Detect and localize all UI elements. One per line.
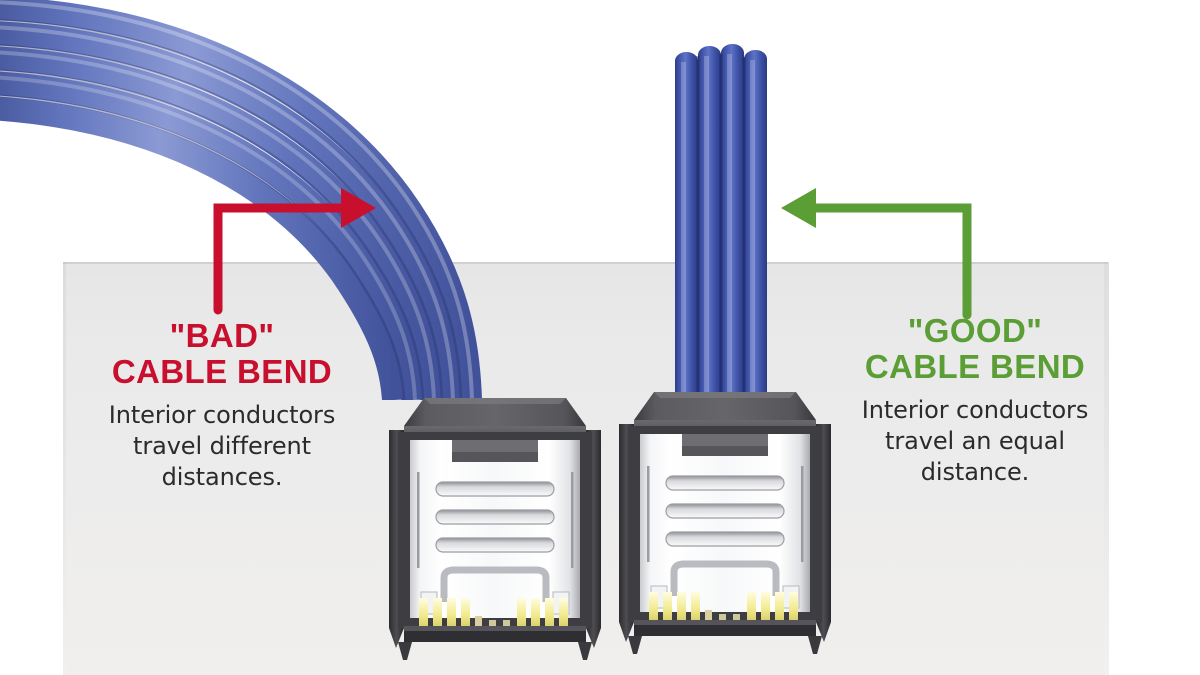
red-elbow-arrow-right xyxy=(213,188,376,315)
bad-subtext-line1: Interior conductors xyxy=(108,401,336,429)
floor-edge-right xyxy=(1104,262,1109,675)
rj45-shielded-plug-left xyxy=(389,398,601,660)
bad-cable-bend-label: "BAD" CABLE BEND Interior conductors tra… xyxy=(52,318,392,493)
good-cable-bend-label: "GOOD" CABLE BEND Interior conductors tr… xyxy=(815,313,1135,488)
green-elbow-arrow-left xyxy=(781,188,972,320)
bad-subtext: Interior conductors travel different dis… xyxy=(52,400,392,493)
good-subtext: Interior conductors travel an equal dist… xyxy=(815,395,1135,488)
bad-headline-line1: "BAD" xyxy=(169,317,275,354)
bad-headline-line2: CABLE BEND xyxy=(111,353,333,390)
bad-headline: "BAD" CABLE BEND xyxy=(52,318,392,390)
bad-subtext-line3: distances. xyxy=(161,463,283,491)
good-subtext-line1: Interior conductors xyxy=(861,396,1089,424)
floor-edge-left xyxy=(63,262,66,675)
good-headline: "GOOD" CABLE BEND xyxy=(815,313,1135,385)
good-subtext-line2: travel an equal xyxy=(885,427,1065,455)
rj45-shielded-plug-right xyxy=(619,392,831,654)
floor-top-edge xyxy=(63,262,1108,264)
bad-subtext-line2: travel different xyxy=(133,432,311,460)
good-headline-line1: "GOOD" xyxy=(907,312,1043,349)
good-subtext-line3: distance. xyxy=(920,458,1030,486)
good-straight-cable xyxy=(675,44,767,392)
good-headline-line2: CABLE BEND xyxy=(864,348,1086,385)
